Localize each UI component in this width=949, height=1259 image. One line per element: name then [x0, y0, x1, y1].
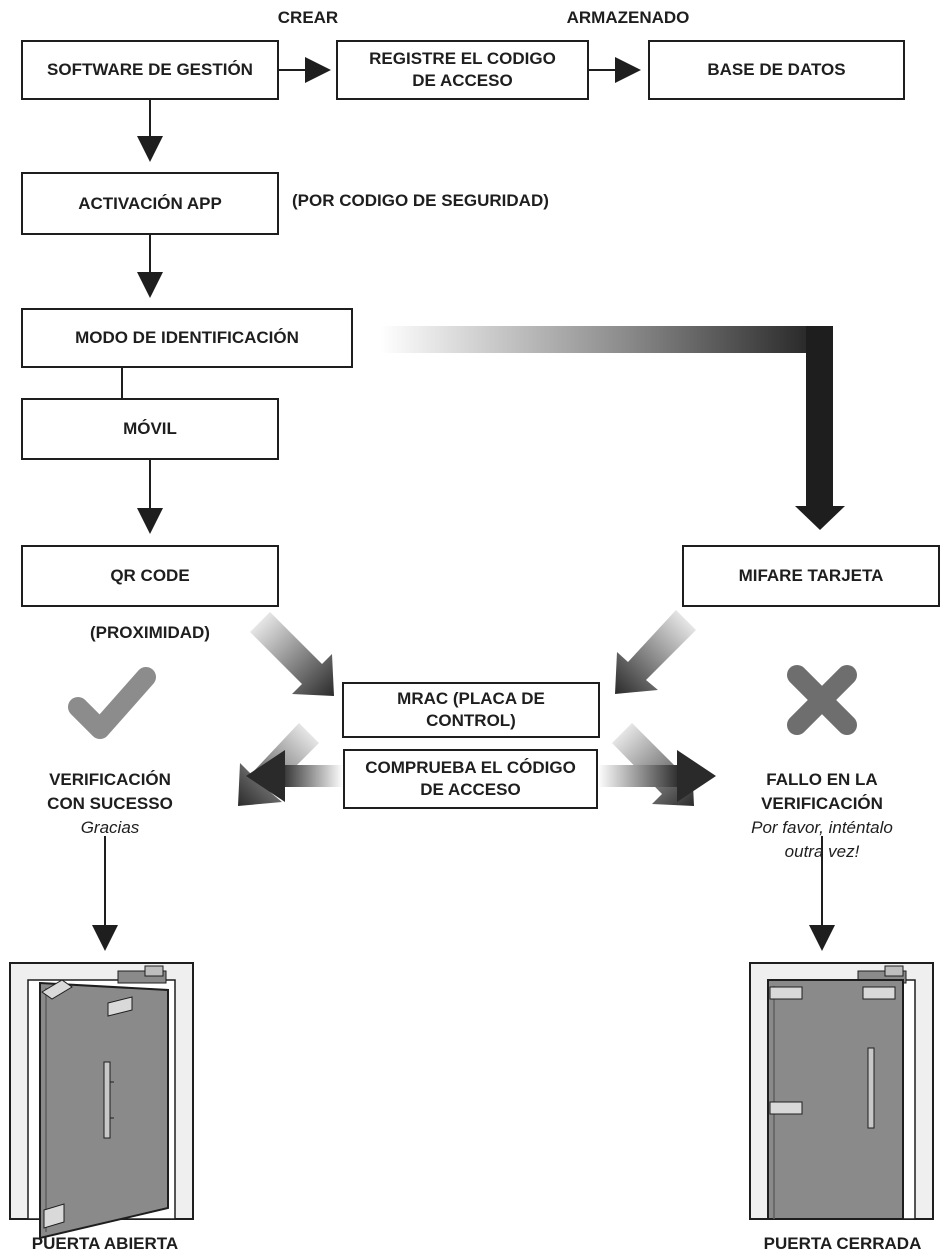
arrow-success-to-open-door	[92, 836, 118, 951]
id-mode-node: MODO DE IDENTIFICACIÓN	[21, 308, 353, 368]
closed-door-illustration	[749, 962, 934, 1220]
arrow-mifare-to-mrac	[615, 610, 696, 694]
check-icon	[68, 667, 156, 739]
failure-title: FALLO EN LA VERIFICACIÓN	[761, 770, 883, 813]
arrow-id-mode-to-mifare	[380, 326, 845, 530]
arrow-activation-to-id-mode	[137, 235, 163, 298]
arrow-qr-to-mrac	[250, 612, 334, 696]
cross-icon	[787, 665, 857, 735]
check-code-node: COMPRUEBA EL CÓDIGO DE ACCESO	[343, 749, 598, 809]
qr-node: QR CODE	[21, 545, 279, 607]
arrow-mobile-to-qr	[137, 460, 163, 534]
database-node: BASE DE DATOS	[648, 40, 905, 100]
arrow-check-to-right	[598, 750, 716, 802]
mifare-node: MIFARE TARJETA	[682, 545, 940, 607]
open-door-caption: PUERTA ABIERTA	[31, 1234, 179, 1253]
arrow-check-to-left	[246, 750, 343, 802]
success-message: Gracias	[80, 818, 140, 837]
store-label: ARMAZENADO	[566, 8, 690, 27]
create-label: CREAR	[277, 8, 339, 27]
arrow-software-to-register	[279, 57, 331, 83]
arrow-software-to-activation	[137, 100, 163, 162]
proximity-note: (PROXIMIDAD)	[90, 623, 210, 642]
software-node: SOFTWARE DE GESTIÓN	[21, 40, 279, 100]
mobile-node: MÓVIL	[21, 398, 279, 460]
failure-message: Por favor, inténtalo outra vez!	[751, 818, 893, 861]
mrac-node: MRAC (PLACA DE CONTROL)	[342, 682, 600, 738]
arrow-failure-to-closed-door	[809, 836, 835, 951]
register-node: REGISTRE EL CODIGO DE ACCESO	[336, 40, 589, 100]
closed-door-caption: PUERTA CERRADA	[763, 1234, 922, 1253]
activation-node: ACTIVACIÓN APP	[21, 172, 279, 235]
security-code-note: (POR CODIGO DE SEGURIDAD)	[292, 191, 549, 210]
open-door-illustration	[9, 962, 194, 1240]
success-title: VERIFICACIÓN CON SUCESSO	[47, 770, 173, 813]
arrow-register-to-database	[589, 57, 641, 83]
